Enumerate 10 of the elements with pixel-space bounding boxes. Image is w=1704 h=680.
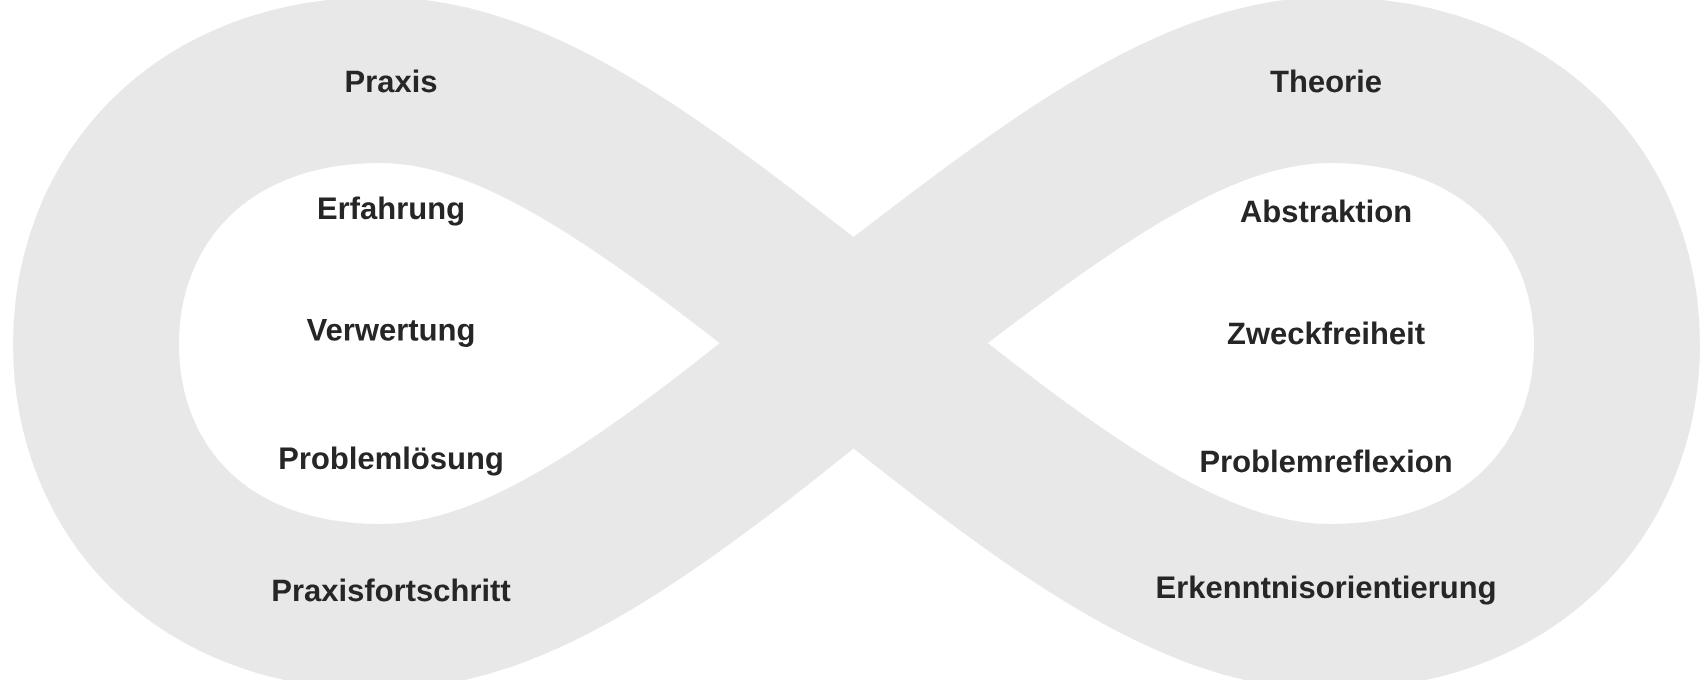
label: Verwertung <box>306 319 474 347</box>
label: Praxisfortschritt <box>273 578 511 602</box>
label: Problemlösung <box>280 446 502 476</box>
label: Praxis <box>346 69 437 93</box>
label: Problemreflexion <box>1201 449 1451 473</box>
label: Theorie <box>1270 69 1381 93</box>
label: Abstraktion <box>1240 199 1411 223</box>
label: Erfahrung <box>319 196 463 226</box>
label: Erkenntnisorientierung <box>1157 575 1495 605</box>
label: Zweckfreiheit <box>1227 321 1425 345</box>
